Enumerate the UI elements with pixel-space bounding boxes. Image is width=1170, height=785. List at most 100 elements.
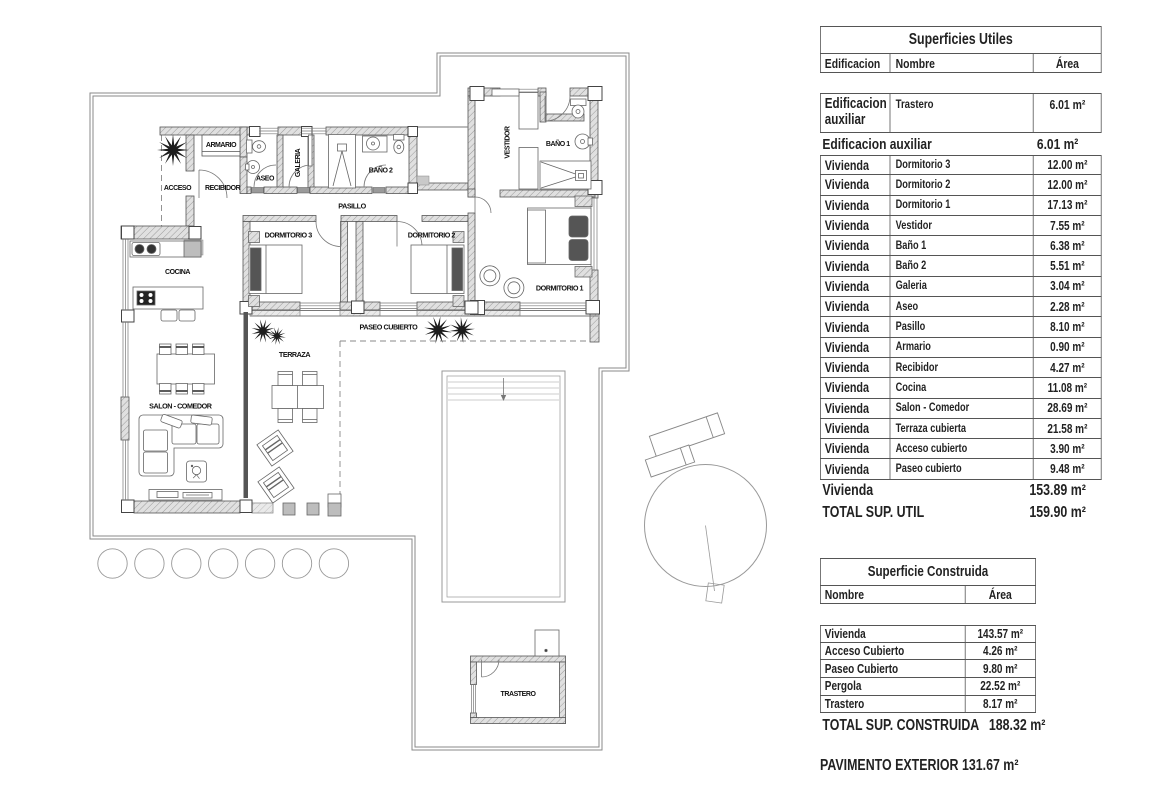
terraza-lounge-chairs xyxy=(256,429,295,504)
cell-edificacion: Vivienda xyxy=(821,297,891,317)
room-label-cocina: COCINA xyxy=(165,269,190,276)
cell-area: 9.48 m² xyxy=(1050,462,1085,477)
sofa xyxy=(138,413,224,477)
cell-nombre: Trastero xyxy=(890,94,1034,132)
cell-edificacion: Vivienda xyxy=(821,236,891,256)
round-pergola xyxy=(644,464,767,604)
cell-nombre: Baño 1 xyxy=(890,236,1034,256)
cell-nombre: Salon - Comedor xyxy=(890,398,1034,418)
galeria-shelf xyxy=(308,134,313,167)
table-row: Vivienda Paseo cubierto 9.48 m² xyxy=(820,459,1102,480)
cell-edificacion: Vivienda xyxy=(821,357,891,378)
columns xyxy=(121,86,603,513)
util-total-value: 159.90 m² xyxy=(1029,503,1086,521)
vivienda-total-value: 153.89 m² xyxy=(1029,482,1086,500)
room-label-aseo: ASEO xyxy=(256,176,275,183)
cell-nombre: Acceso cubierto xyxy=(890,439,1034,459)
table-superficies-utiles: Superficies Utiles Edificacion Nombre Ár… xyxy=(820,26,1102,523)
cell-edificacion: Vivienda xyxy=(821,459,891,479)
bed-dorm2 xyxy=(410,231,465,307)
cell-nombre: Cocina xyxy=(890,378,1034,398)
table-row: Pergola 22.52 m² xyxy=(820,677,1036,696)
room-label-salon-comedor: SALON - COMEDOR xyxy=(149,402,213,411)
column-header-area: Área xyxy=(988,587,1012,602)
furniture xyxy=(129,88,593,657)
cell-area: 2.28 m² xyxy=(1050,299,1085,314)
room-labels: ACCESO RECIBIDOR ARMARIO ASEO GALERIA BA… xyxy=(149,126,584,698)
cell-nombre: Pasillo xyxy=(890,317,1034,337)
roof-edge-lines xyxy=(250,126,598,317)
table-gap xyxy=(820,604,1036,625)
lamp-table xyxy=(186,460,207,483)
table-construida-header: Nombre Área xyxy=(820,586,1036,604)
kitchen-island xyxy=(132,286,204,322)
bano2-fixtures xyxy=(328,134,405,189)
aseo-fixtures xyxy=(245,139,266,174)
table-construida-body: Vivienda 143.57 m² Acceso Cubierto 4.26 … xyxy=(820,625,1036,714)
cell-nombre: Vestidor xyxy=(890,215,1034,236)
cell-area: 4.26 m² xyxy=(983,643,1018,658)
pavimento-value: 131.67 m² xyxy=(961,757,1019,774)
cell-area: 3.04 m² xyxy=(1050,279,1085,294)
table-construida-title: Superficie Construida xyxy=(820,558,1036,586)
cell-nombre: Paseo Cubierto xyxy=(821,660,966,677)
cell-nombre: Aseo xyxy=(890,297,1034,317)
table-row: Paseo Cubierto 9.80 m² xyxy=(820,660,1036,678)
dining-table xyxy=(156,343,215,395)
room-label-galeria: GALERIA xyxy=(295,148,302,177)
kitchen-counter xyxy=(129,240,202,258)
column-header-area: Área xyxy=(1055,55,1079,71)
table-row: Vivienda Salon - Comedor 28.69 m² xyxy=(820,398,1102,419)
cell-area: 4.27 m² xyxy=(1050,360,1085,375)
cell-edificacion: Vivienda xyxy=(821,317,891,337)
room-label-armario: ARMARIO xyxy=(206,142,237,149)
table-row: Vivienda Dormitorio 1 17.13 m² xyxy=(820,195,1102,216)
trees xyxy=(157,134,481,349)
cell-edificacion: Vivienda xyxy=(821,398,891,418)
table-row: Vivienda Baño 2 5.51 m² xyxy=(820,256,1102,277)
cell-area: 6.38 m² xyxy=(1050,238,1085,253)
cell-nombre: Terraza cubierta xyxy=(890,418,1034,439)
door-slabs xyxy=(251,187,386,194)
tree-icon xyxy=(443,311,481,349)
room-label-dormitorio2: DORMITORIO 2 xyxy=(408,231,456,240)
room-label-paseo-cubierto: PASEO CUBIERTO xyxy=(360,323,419,332)
room-label-dormitorio3: DORMITORIO 3 xyxy=(265,231,313,240)
construida-total-label: TOTAL SUP. CONSTRUIDA xyxy=(822,717,980,735)
cell-area: 22.52 m² xyxy=(980,679,1021,694)
table-row: Vivienda Baño 1 6.38 m² xyxy=(820,236,1102,257)
bed-dorm1 xyxy=(479,195,593,299)
cell-nombre: Trastero xyxy=(821,695,966,713)
table-row: Vivienda Cocina 11.08 m² xyxy=(820,378,1102,399)
cell-nombre: Galeria xyxy=(890,276,1034,297)
table-row: Vivienda 143.57 m² xyxy=(820,625,1036,643)
table-gap xyxy=(820,73,1102,93)
room-label-terraza: TERRAZA xyxy=(279,350,310,359)
cell-edificacion: Vivienda xyxy=(821,418,891,439)
room-label-pasillo: PASILLO xyxy=(338,202,366,211)
cell-area: 3.90 m² xyxy=(1050,441,1085,456)
tv-cabinet xyxy=(148,489,223,501)
table-row: Acceso Cubierto 4.26 m² xyxy=(820,642,1036,661)
plot-boundary xyxy=(89,52,630,751)
cell-edificacion: Vivienda xyxy=(821,439,891,459)
table-row-aux: Edificacion auxiliar Trastero 6.01 m² xyxy=(820,93,1102,133)
sun-loungers xyxy=(644,412,726,478)
cell-area: 8.10 m² xyxy=(1050,320,1085,335)
aux-total-value: 6.01 m² xyxy=(1036,135,1079,153)
cell-nombre: Recibidor xyxy=(890,357,1034,378)
cell-nombre: Baño 2 xyxy=(890,256,1034,276)
cell-nombre: Dormitorio 2 xyxy=(890,175,1034,195)
cell-nombre: Dormitorio 1 xyxy=(890,195,1034,215)
table-row: Vivienda Dormitorio 3 12.00 m² xyxy=(820,155,1102,176)
table-row: Vivienda Terraza cubierta 21.58 m² xyxy=(820,418,1102,440)
pavimento-label: PAVIMENTO EXTERIOR xyxy=(820,757,959,774)
room-label-recibidor: RECIBIDOR xyxy=(205,185,241,192)
construida-total-value: 188.32 m² xyxy=(988,717,1046,735)
cell-edificacion: Vivienda xyxy=(821,156,891,175)
room-label-dormitorio1: DORMITORIO 1 xyxy=(536,284,584,293)
cell-nombre: Vivienda xyxy=(821,626,966,642)
table-superficie-construida: Superficie Construida Nombre Área Vivien… xyxy=(820,558,1045,736)
vivienda-total-label: Vivienda xyxy=(822,482,874,500)
cell-area: 5.51 m² xyxy=(1050,259,1085,274)
